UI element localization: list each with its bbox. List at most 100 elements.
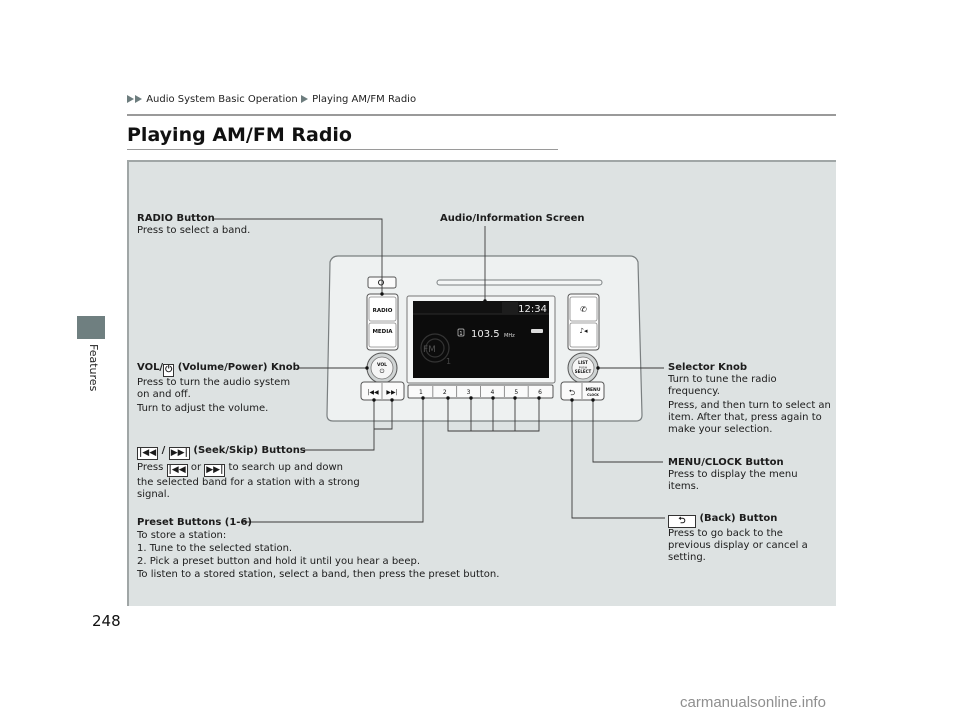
callout-seek-buttons: |◀◀ / ▶▶| (Seek/Skip) Buttons Press |◀◀ … [137,445,360,501]
fm-band-watermark: FM 1 [420,333,451,366]
seek-forward-icon: ▶▶| [204,464,226,477]
leader-presets [447,398,540,432]
seek-forward-icon: ▶▶| [168,447,190,460]
leader-seek-b [374,400,393,430]
header-divider [127,114,836,116]
callout-title-prefix: VOL/ [137,362,164,373]
music-speaker-icon: ♪◂ [580,327,588,335]
page-number: 248 [92,612,121,630]
callout-text: the selected band for a station with a s… [137,477,360,488]
callout-text: setting. [668,552,706,563]
leader-lines [213,218,665,523]
page-title: Playing AM/FM Radio [127,124,352,146]
callout-title-suffix: (Seek/Skip) Buttons [189,445,306,456]
callout-menu-clock: MENU/CLOCK Button Press to display the m… [668,457,798,493]
callout-text: Press to turn the audio system [137,377,291,388]
callout-title: MENU/CLOCK Button [668,457,784,468]
preset-button-3[interactable]: 3 [456,386,471,397]
preset-label: 2 [443,389,447,396]
leader-back [571,400,665,519]
callout-text: Press [137,462,167,473]
breadcrumb-link-audio-system[interactable]: Audio System Basic Operation [146,94,298,105]
music-button[interactable]: ♪◂ [569,322,598,348]
preset-label: 6 [538,389,542,396]
callout-title: RADIO Button [137,213,215,224]
seek-back-button[interactable]: |◀◀ [367,389,379,396]
callout-text: to search up and down [225,462,344,473]
title-divider [127,149,558,150]
preset-button-2[interactable]: 2 [432,386,447,397]
preset-button-5[interactable]: 5 [503,386,518,397]
disc-slot [436,279,603,286]
callout-text: previous display or cancel a [668,540,808,551]
selector-label-list: LIST [578,360,588,365]
brightness-icon [378,279,384,286]
callout-text: signal. [137,489,170,500]
selector-knob[interactable]: LIST PUSH SELECT [567,352,599,384]
screen-clock: 12:34 [518,304,547,315]
vol-power-knob[interactable]: VOL ⏻ [366,352,398,384]
callout-audio-screen: Audio/Information Screen [440,213,585,224]
callout-text: Turn to adjust the volume. [137,403,269,414]
power-icon: ⏻ [163,364,175,377]
phone-button[interactable]: ✆ [569,296,598,322]
preset-label: 4 [491,389,495,396]
watermark: carmanualsonline.info [680,694,826,711]
callout-selector-knob: Selector Knob Turn to tune the radio fre… [668,362,831,436]
radio-button-label: RADIO [373,308,393,314]
menu-clock-button[interactable]: MENU CLOCK [586,387,601,397]
callout-text: Press, and then turn to select an [668,400,831,411]
selector-label-push: PUSH [579,366,587,370]
menu-label: MENU [586,387,601,393]
preset-button-4[interactable]: 4 [480,386,495,397]
leader-preset-1 [241,398,424,523]
seek-back-icon: |◀◀ [166,464,188,477]
leader-radio [213,218,383,294]
preset-label: 3 [467,389,471,396]
seek-housing [360,381,405,401]
media-button[interactable]: MEDIA [368,322,397,348]
callout-text: on and off. [137,389,191,400]
breadcrumb-arrow-icon [300,95,308,103]
preset-indicator: 1 [459,331,462,337]
back-arrow-icon: ⮌ [668,515,696,528]
seek-forward-button[interactable]: ▶▶| [386,389,397,396]
callout-text: or [187,462,205,473]
power-icon: ⏻ [380,368,385,375]
media-button-label: MEDIA [372,329,393,335]
phone-icon: ✆ [580,305,587,314]
callout-title-suffix: (Volume/Power) Knob [174,362,300,373]
leader-seek-a [304,400,375,451]
seek-back-icon: |◀◀ [367,389,379,396]
screen-frequency: 103.5 [471,329,500,340]
back-button[interactable]: ⮌ [569,388,575,397]
callout-title-suffix: (Back) Button [696,513,778,524]
callout-title: Preset Buttons (1-6) [137,517,252,528]
callout-text: Press to go back to the [668,528,783,539]
leader-dots [365,292,600,402]
callout-text: item. After that, press again to [668,412,822,423]
callout-text: Press to display the menu [668,469,798,480]
callout-text: 1. Tune to the selected station. [137,543,293,554]
callout-text: make your selection. [668,424,773,435]
preset-button-1[interactable]: 1 [419,389,423,396]
seek-back-icon: |◀◀ [137,447,159,460]
callout-text: To listen to a stored station, select a … [137,569,500,580]
vol-knob-label: VOL [377,362,387,368]
callout-preset-buttons: Preset Buttons (1-6) To store a station:… [137,517,499,581]
callout-text: To store a station: [137,530,227,541]
callout-vol-knob: VOL/⏻ (Volume/Power) Knob Press to turn … [137,362,300,415]
preset-button-6[interactable]: 6 [527,386,542,397]
callout-text: frequency. [668,386,720,397]
breadcrumb-current: Playing AM/FM Radio [312,94,417,105]
callout-text: Press to select a band. [137,225,251,236]
leader-menu [592,400,663,463]
breadcrumb-arrow-icon [127,95,134,103]
clock-label: CLOCK [587,393,599,397]
band-number: 1 [446,357,451,366]
section-tab-marker[interactable] [77,316,105,339]
preset-label: 1 [419,389,423,396]
radio-button[interactable]: RADIO [368,296,397,322]
back-arrow-icon: ⮌ [569,388,575,397]
